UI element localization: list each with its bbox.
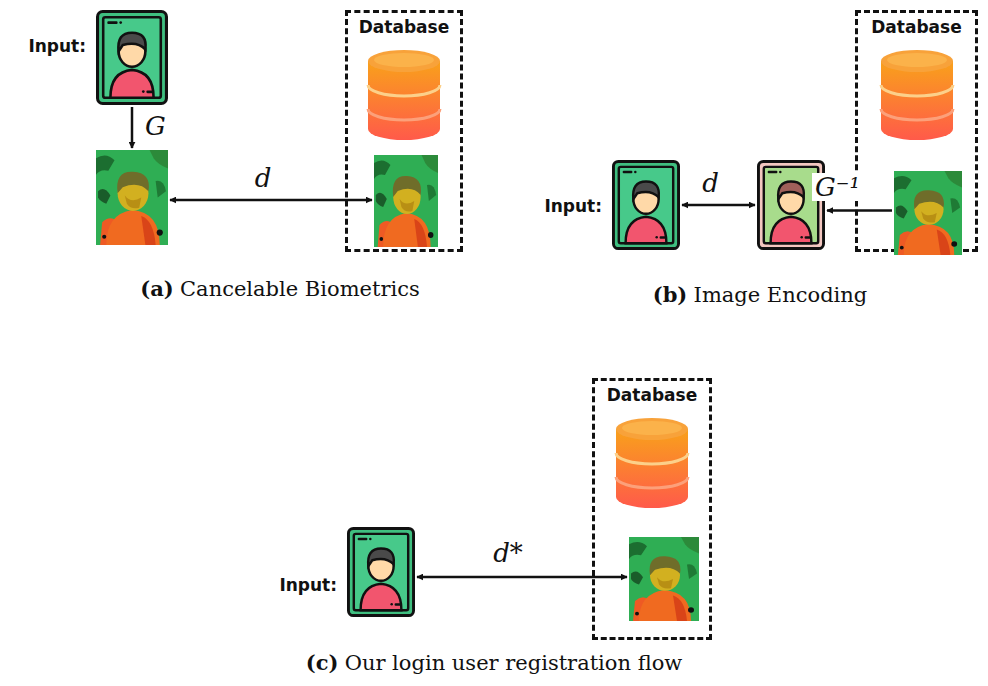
input-label: Input: [544,196,602,216]
input-label: Input: [28,36,86,56]
face-picture [894,171,962,255]
database-cylinder [364,47,444,143]
caption-text: Our login user registration flow [345,651,683,675]
edge-label: d* [490,539,526,568]
caption-text: Cancelable Biometrics [180,277,420,301]
connector-arrow [827,209,892,212]
input-face-card: Input: [96,10,168,105]
face-picture [96,150,168,245]
encoded-face-image [374,155,438,247]
database-title: Database [348,17,460,37]
database-box: Database [855,10,978,252]
edge-label: G [142,112,169,141]
database-cylinder [612,415,692,511]
database-box: Database [345,10,463,252]
face-picture [629,537,699,621]
panel-caption: (b)Image Encoding [653,282,868,307]
panel-caption: (c)Our login user registration flow [306,650,683,675]
input-label: Input: [279,575,337,595]
panel-caption: (a) Cancelable Biometrics [140,276,419,301]
caption-tag: (a) [140,276,173,301]
face-picture [96,10,168,105]
database-cylinder [877,47,957,143]
caption-tag: (c) [306,650,339,675]
edge-label: G⁻¹ [812,173,863,202]
encoded-face-image [96,150,168,245]
database-title: Database [595,385,709,405]
face-picture [374,155,438,247]
database-title: Database [858,17,975,37]
connector-arrow [170,199,372,202]
input-face-card: Input: [612,160,680,250]
input-face-card: Input: [347,527,415,617]
caption-tag: (b) [653,282,688,307]
encoded-face-image [629,537,699,621]
connector-arrow [131,107,134,148]
connector-arrow [682,204,755,207]
encoded-face-image [894,171,962,255]
database-box: Database [592,378,712,640]
edge-label: d [699,169,722,198]
connector-arrow [417,576,627,579]
edge-label: d [252,164,275,193]
face-picture [347,527,415,617]
caption-text: Image Encoding [694,283,868,307]
face-picture [612,160,680,250]
